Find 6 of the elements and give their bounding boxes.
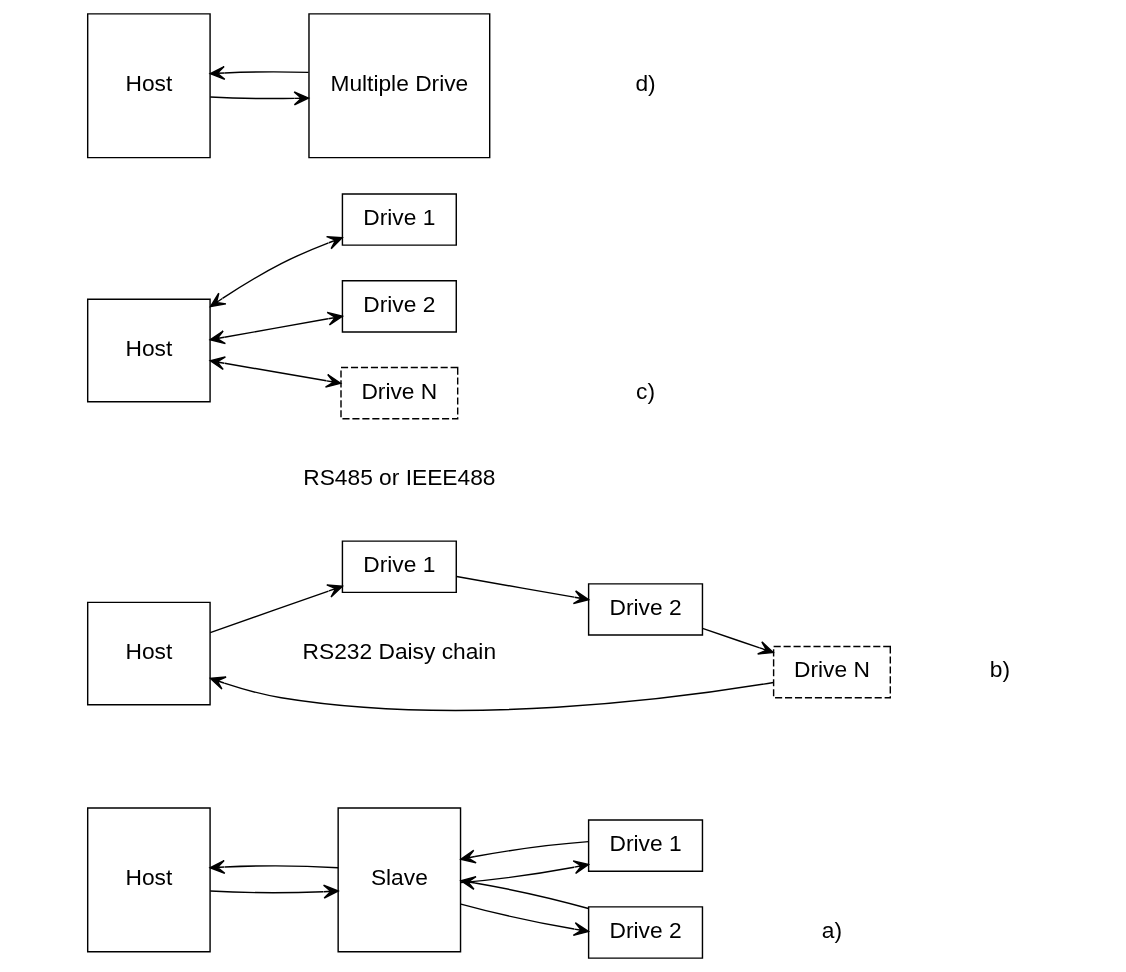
label: RS232 Daisy chain (302, 637, 497, 664)
label: b) (989, 656, 1010, 683)
label: RS485 or IEEE488 (303, 464, 496, 491)
label: c) (636, 377, 656, 404)
label: a) (821, 916, 843, 943)
label: d) (635, 70, 656, 97)
